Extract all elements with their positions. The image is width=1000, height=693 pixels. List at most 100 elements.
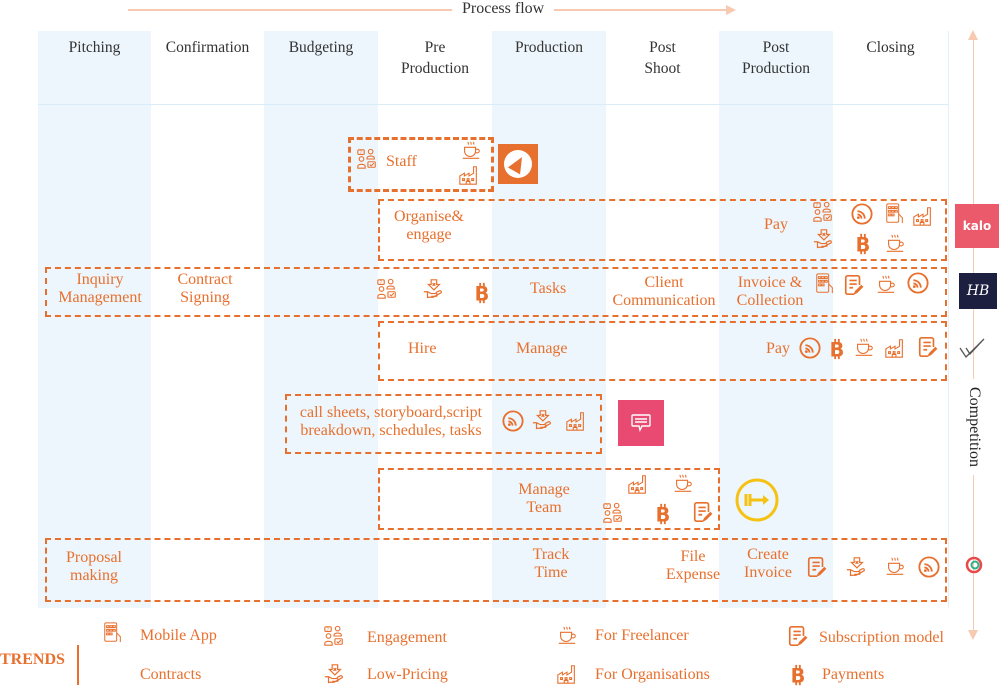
organisations-icon xyxy=(627,473,649,495)
organisations-icon xyxy=(884,337,906,359)
kalo-logo[interactable]: kalo xyxy=(955,204,999,248)
honeybook-logo[interactable]: HB xyxy=(959,273,997,309)
subscription-model-icon xyxy=(692,501,714,523)
manage-team-box xyxy=(378,468,720,530)
mobile-app-icon xyxy=(814,273,836,295)
mobile-app-icon xyxy=(884,203,906,225)
pay-label: Pay xyxy=(764,216,788,233)
invoice-collection-label: Invoice &Collection xyxy=(736,274,804,309)
tasks-label: Tasks xyxy=(530,280,567,297)
low-pricing-icon xyxy=(845,556,867,578)
process-flow-label: Process flow xyxy=(452,0,555,18)
column-production xyxy=(492,31,606,608)
freelancer-icon xyxy=(853,337,875,359)
legend-for-organisations: For Organisations xyxy=(595,666,710,683)
low-pricing-icon xyxy=(812,228,834,250)
freelancer-icon xyxy=(884,233,906,255)
header-divider xyxy=(38,104,948,105)
payments-icon xyxy=(852,233,874,255)
circle-logo[interactable] xyxy=(965,556,983,574)
freelancer-icon xyxy=(556,625,578,647)
legend-for-freelancer: For Freelancer xyxy=(595,627,689,644)
column-closing xyxy=(833,31,949,608)
organise-engage-label: Organise&engage xyxy=(394,208,464,243)
organisations-icon xyxy=(556,663,578,685)
subscription-model-icon xyxy=(843,274,865,296)
legend-subscription-model: Subscription model xyxy=(819,629,944,646)
rss-icon xyxy=(918,556,940,578)
process-flow-arrowhead xyxy=(726,5,736,15)
engagement-icon xyxy=(356,148,378,170)
process-flow-arrow xyxy=(128,9,734,11)
freelancer-icon xyxy=(460,140,482,162)
rss-icon xyxy=(799,337,821,359)
freelancer-icon xyxy=(875,274,897,296)
stage-header: Pitching xyxy=(68,39,121,56)
location-arrow-logo[interactable] xyxy=(498,144,538,184)
engagement-icon xyxy=(323,625,345,647)
trends-title: TRENDS xyxy=(0,651,65,668)
payments-icon xyxy=(826,338,848,360)
pay-label: Pay xyxy=(766,340,790,357)
legend-mobile-app: Mobile App xyxy=(140,627,217,644)
arrow-circle-logo[interactable] xyxy=(734,477,780,523)
low-pricing-icon xyxy=(323,663,345,685)
subscription-model-icon xyxy=(806,556,828,578)
hire-label: Hire xyxy=(408,340,437,357)
payments-icon xyxy=(471,282,493,304)
honeybook-row-box xyxy=(45,267,947,317)
call-sheets-box xyxy=(285,394,602,454)
competition-arrowhead-up xyxy=(968,30,978,40)
mobile-app-icon xyxy=(102,622,124,644)
staff-label: Staff xyxy=(386,153,417,170)
staff-box xyxy=(348,137,494,192)
stage-header: Production xyxy=(514,39,584,56)
engagement-icon xyxy=(376,278,398,300)
column-confirmation xyxy=(151,31,264,608)
column-budgeting xyxy=(264,31,378,608)
low-pricing-icon xyxy=(422,278,444,300)
invoice-row-box xyxy=(45,538,947,602)
subscription-model-icon xyxy=(917,336,939,358)
engagement-icon xyxy=(812,201,834,223)
engagement-icon xyxy=(602,502,624,524)
legend-contracts: Contracts xyxy=(140,666,202,683)
rss-icon xyxy=(502,410,524,432)
competition-label: Competition xyxy=(965,379,983,475)
hire-row-box xyxy=(378,321,947,381)
competition-axis xyxy=(973,38,974,633)
legend-payments: Payments xyxy=(822,666,885,683)
column-pitching xyxy=(38,31,151,608)
rss-icon xyxy=(851,203,873,225)
kalo-row-box xyxy=(378,199,947,261)
chat-logo[interactable] xyxy=(618,400,664,446)
freelancer-icon xyxy=(884,556,906,578)
payments-icon xyxy=(787,664,809,686)
stage-header: Confirmation xyxy=(165,39,250,56)
stage-header: Budgeting xyxy=(288,39,354,56)
checkmark-logo[interactable] xyxy=(958,336,986,360)
column-post-production xyxy=(719,31,833,608)
legend-low-pricing: Low-Pricing xyxy=(367,666,448,683)
legend-engagement: Engagement xyxy=(367,629,447,646)
competition-arrowhead-down xyxy=(968,630,978,640)
stage-header: Closing xyxy=(866,39,915,56)
manage-label: Manage xyxy=(516,340,568,357)
organisations-icon xyxy=(565,410,587,432)
low-pricing-icon xyxy=(531,409,553,431)
subscription-model-icon xyxy=(787,625,809,647)
column-pre-production xyxy=(378,31,492,608)
payments-icon xyxy=(652,503,674,525)
organisations-icon xyxy=(458,164,480,186)
trends-divider xyxy=(77,645,79,685)
